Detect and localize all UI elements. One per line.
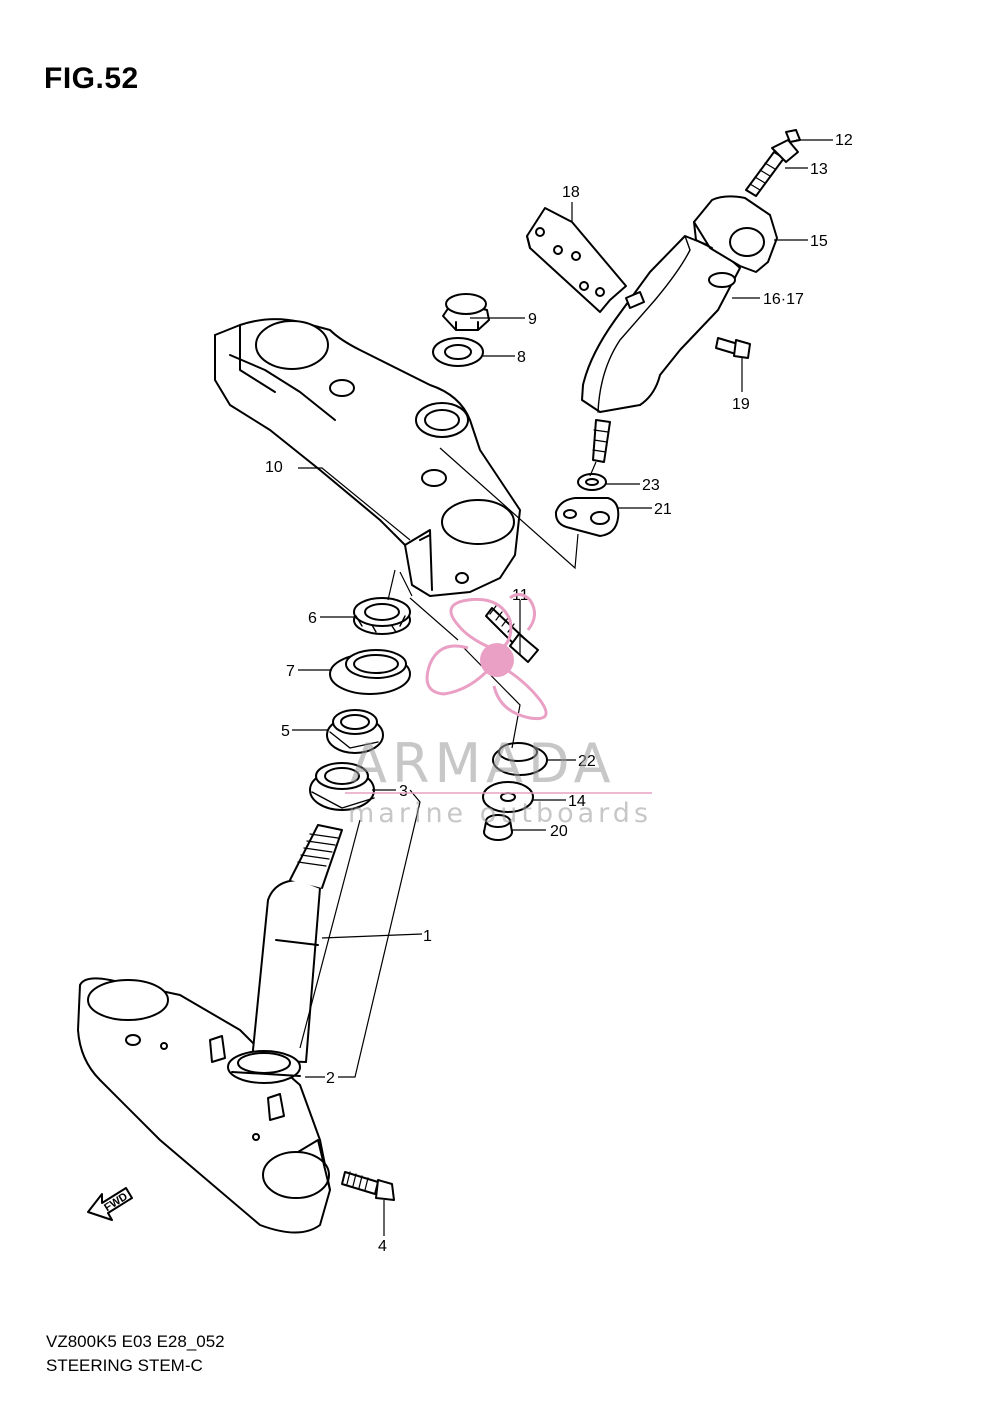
handlebar-holder-part xyxy=(581,195,778,463)
washer-23-part xyxy=(577,473,607,491)
washer-14-part xyxy=(482,781,534,813)
callout-4: 4 xyxy=(378,1238,387,1255)
callout-19: 19 xyxy=(732,396,750,413)
callout-12: 12 xyxy=(835,132,853,149)
callout-7: 7 xyxy=(286,663,295,680)
callout-15: 15 xyxy=(810,233,828,250)
gasket-part xyxy=(554,497,620,537)
callout-6: 6 xyxy=(308,610,317,627)
model-code: VZ800K5 E03 E28_052 xyxy=(46,1332,225,1351)
callout-8: 8 xyxy=(517,349,526,366)
fwd-arrow-icon xyxy=(87,1187,133,1221)
callout-10: 10 xyxy=(265,459,283,476)
dust-seal-part xyxy=(329,649,411,695)
leader-lines xyxy=(292,139,833,1236)
flange-nut-part xyxy=(483,814,513,841)
watermark: ARMADA marine outboards xyxy=(345,593,652,829)
callout-13: 13 xyxy=(810,161,828,178)
callout-22: 22 xyxy=(578,753,596,770)
cap-nut-part xyxy=(442,293,490,331)
callout-5: 5 xyxy=(281,723,290,740)
callout-23: 23 xyxy=(642,477,660,494)
watermark-tagline: marine outboards xyxy=(348,798,652,829)
stem-nut-part xyxy=(353,597,411,635)
upper-bracket-part xyxy=(214,318,521,597)
propeller-logo-icon xyxy=(425,593,548,721)
washer-part xyxy=(432,337,484,367)
callout-14: 14 xyxy=(568,793,586,810)
figure-footer: VZ800K5 E03 E28_052 STEERING STEM-C xyxy=(46,1330,225,1378)
watermark-brand: ARMADA xyxy=(350,732,616,795)
figure-title: FIG.52 xyxy=(44,62,139,95)
pinch-bolt-part xyxy=(485,605,539,663)
callout-9: 9 xyxy=(528,311,537,328)
section-name: STEERING STEM-C xyxy=(46,1356,203,1375)
lower-bearing-part xyxy=(309,762,375,811)
screw-part xyxy=(715,337,751,359)
callout-1: 1 xyxy=(423,928,432,945)
plate-part xyxy=(526,207,645,313)
callout-20: 20 xyxy=(550,823,568,840)
bracket-bolt-part xyxy=(341,1171,395,1201)
callout-2: 2 xyxy=(326,1070,335,1087)
holder-bolt-part xyxy=(745,139,799,197)
upper-bearing-part xyxy=(326,709,384,754)
callout-16-17: 16·17 xyxy=(763,291,804,308)
callout-21: 21 xyxy=(654,501,672,518)
callout-18: 18 xyxy=(562,184,580,201)
steering-stem-part xyxy=(77,824,343,1234)
callout-3: 3 xyxy=(399,783,408,800)
